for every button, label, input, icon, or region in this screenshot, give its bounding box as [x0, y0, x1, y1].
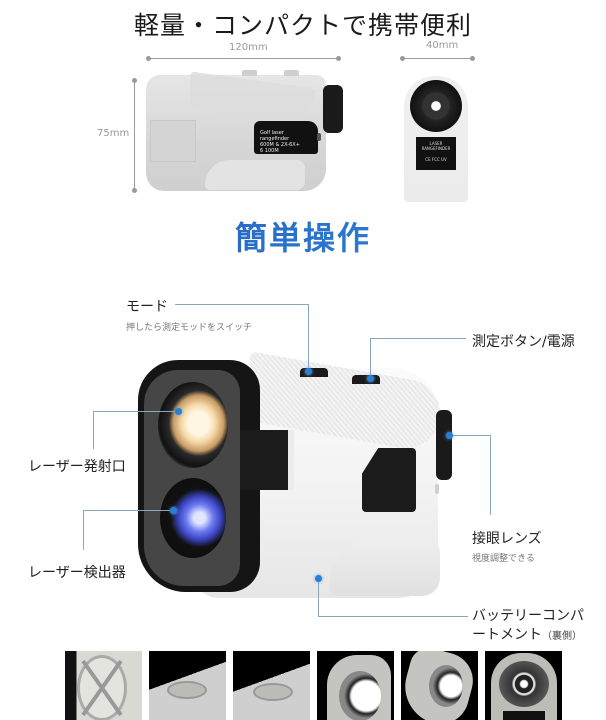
section-title: 簡単操作: [0, 213, 606, 259]
callout-battery-note: （裏側）: [542, 631, 582, 642]
callout-eyepiece-title: 接眼レンズ: [472, 531, 542, 547]
laser-detector-lens: [160, 478, 226, 558]
callout-battery-title-2: ートメント（裏側）: [472, 624, 582, 644]
width-dimension-line: [148, 58, 338, 59]
power-marker-icon: [367, 375, 374, 382]
mode-marker-icon: [305, 368, 312, 375]
thumbnail-mode-button: [233, 651, 310, 720]
device-power-button: [352, 375, 380, 384]
callout-detector-title: レーザー検出器: [28, 565, 126, 581]
thumbnail-lens-angle: [401, 651, 478, 720]
device-front-joint: [240, 430, 294, 490]
dimension-endpoint-icon: [146, 56, 151, 61]
thumbnail-lens-front: [317, 651, 394, 720]
front-eyepiece-lens: [410, 80, 462, 132]
laser-emitter-lens: [158, 382, 228, 468]
detail-thumbnails: [65, 651, 562, 720]
callout-battery-title-line2: ートメント: [472, 627, 542, 643]
width-dimension-label: 120mm: [229, 42, 268, 53]
leader-line: [370, 338, 371, 378]
leader-line: [83, 510, 84, 550]
leader-line: [175, 304, 309, 305]
side-power-button: [284, 70, 299, 76]
depth-dimension-label: 40mm: [426, 40, 459, 51]
height-dimension-label: 75mm: [97, 128, 130, 139]
callout-power-title: 測定ボタン/電源: [472, 334, 575, 350]
eyepiece-label: [503, 711, 545, 720]
thumbnail-power-button: [149, 651, 226, 720]
side-underside: [205, 160, 305, 190]
dimension-endpoint-icon: [400, 56, 405, 61]
leader-line: [93, 411, 94, 449]
depth-dimension-line: [402, 58, 472, 59]
height-dimension-line: [134, 80, 135, 190]
device-battery-area: [330, 540, 440, 596]
leader-line: [308, 304, 309, 372]
side-product-label: Golf laser rangefinder 600M & 2X-6X+ 6 1…: [254, 121, 318, 154]
leader-line: [318, 578, 319, 616]
device-mode-button: [300, 368, 328, 377]
front-product-label: LASER RANGEFINDER CE FCC UV: [416, 137, 456, 170]
power-button-icon: [167, 681, 207, 699]
label-line: Golf laser rangefinder: [260, 130, 290, 142]
label-line: CE FCC UV: [425, 157, 447, 162]
side-eyepiece: [323, 85, 343, 133]
side-mode-button: [242, 70, 257, 76]
leader-line: [490, 435, 491, 515]
label-line: LASER: [429, 141, 443, 146]
label-line: 600M & 2X-6X+: [260, 142, 300, 148]
device-led-indicator: [435, 484, 439, 494]
callout-mode-subtitle: 押したら測定モッドをスイッチ: [126, 323, 253, 333]
label-line: RANGEFINDER: [421, 146, 451, 151]
lens-front-icon: [339, 671, 381, 720]
side-panel: [150, 120, 196, 162]
thumbnail-eyepiece-rear: [485, 651, 562, 720]
leader-line: [318, 616, 468, 617]
dimension-endpoint-icon: [132, 78, 137, 83]
leader-line: [93, 411, 177, 412]
leader-line: [83, 510, 173, 511]
eyepiece-marker-icon: [446, 432, 453, 439]
battery-marker-icon: [315, 575, 322, 582]
thumbnail-battery-cover: [65, 651, 142, 720]
callout-eyepiece-subtitle: 視度調整できる: [472, 554, 535, 564]
callout-battery-title: バッテリーコンパ: [472, 608, 584, 624]
callout-emitter-title: レーザー発射口: [28, 459, 126, 475]
page-title: 軽量・コンパクトで携帯便利: [133, 11, 472, 40]
mode-button-icon: [253, 683, 293, 701]
dimension-endpoint-icon: [132, 188, 137, 193]
side-led-indicator: [317, 133, 321, 141]
dimension-endpoint-icon: [336, 56, 341, 61]
leader-line: [450, 435, 490, 436]
leader-line: [370, 338, 466, 339]
callout-mode-title: モード: [126, 299, 168, 315]
lens-angle-icon: [429, 665, 463, 707]
eyepiece-rear-icon: [499, 661, 549, 707]
device-eyepiece: [436, 410, 452, 480]
label-line: 6 100M: [260, 148, 279, 154]
dimension-endpoint-icon: [470, 56, 475, 61]
emitter-marker-icon: [175, 408, 182, 415]
detector-marker-icon: [170, 507, 177, 514]
